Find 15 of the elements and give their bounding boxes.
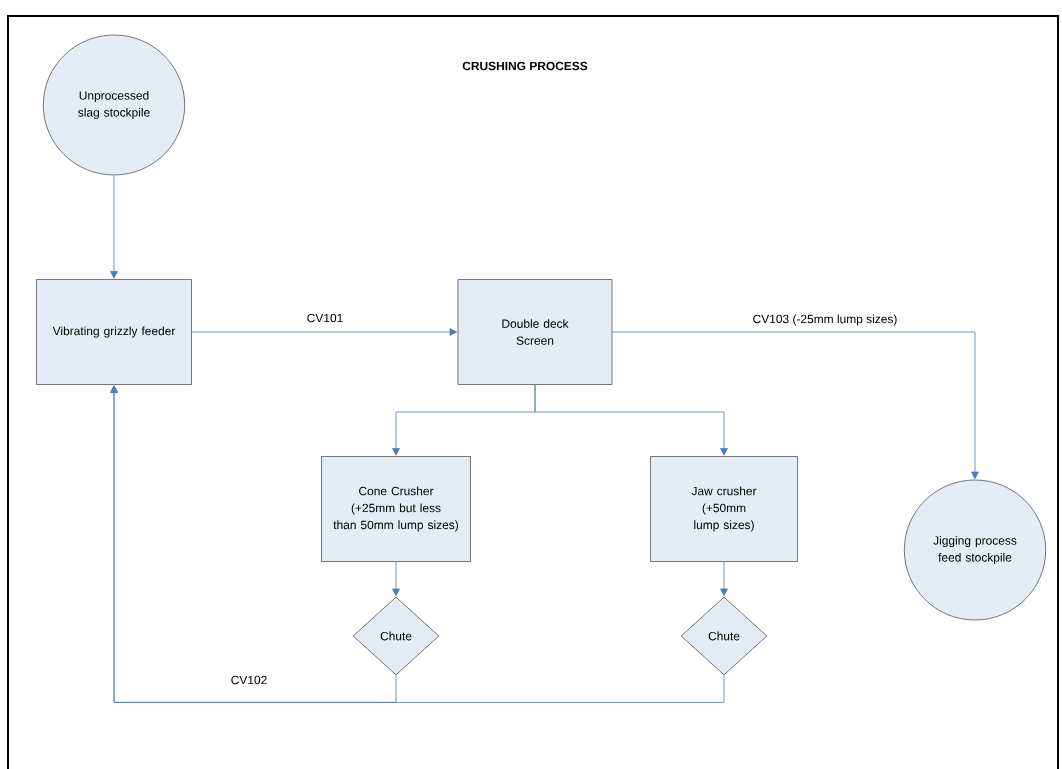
arrow	[720, 561, 728, 597]
arrow	[612, 331, 979, 480]
process-box: Vibrating grizzly feeder	[36, 279, 192, 385]
arrow	[110, 385, 725, 703]
process-box: Double deck Screen	[457, 279, 613, 385]
edge-label: CV103 (-25mm lump sizes)	[751, 313, 899, 327]
title: CRUSHING PROCESS	[462, 61, 588, 71]
arrow	[191, 328, 458, 336]
arrow	[392, 561, 400, 597]
arrow	[110, 175, 118, 279]
edge-label: CV102	[229, 674, 269, 686]
arrow	[534, 384, 728, 456]
edge-label: CV101	[305, 312, 345, 324]
process-box: Jaw crusher (+50mm lump sizes)	[650, 456, 798, 562]
process-box: Cone Crusher (+25mm but less than 50mm lump sizes)	[321, 456, 471, 562]
